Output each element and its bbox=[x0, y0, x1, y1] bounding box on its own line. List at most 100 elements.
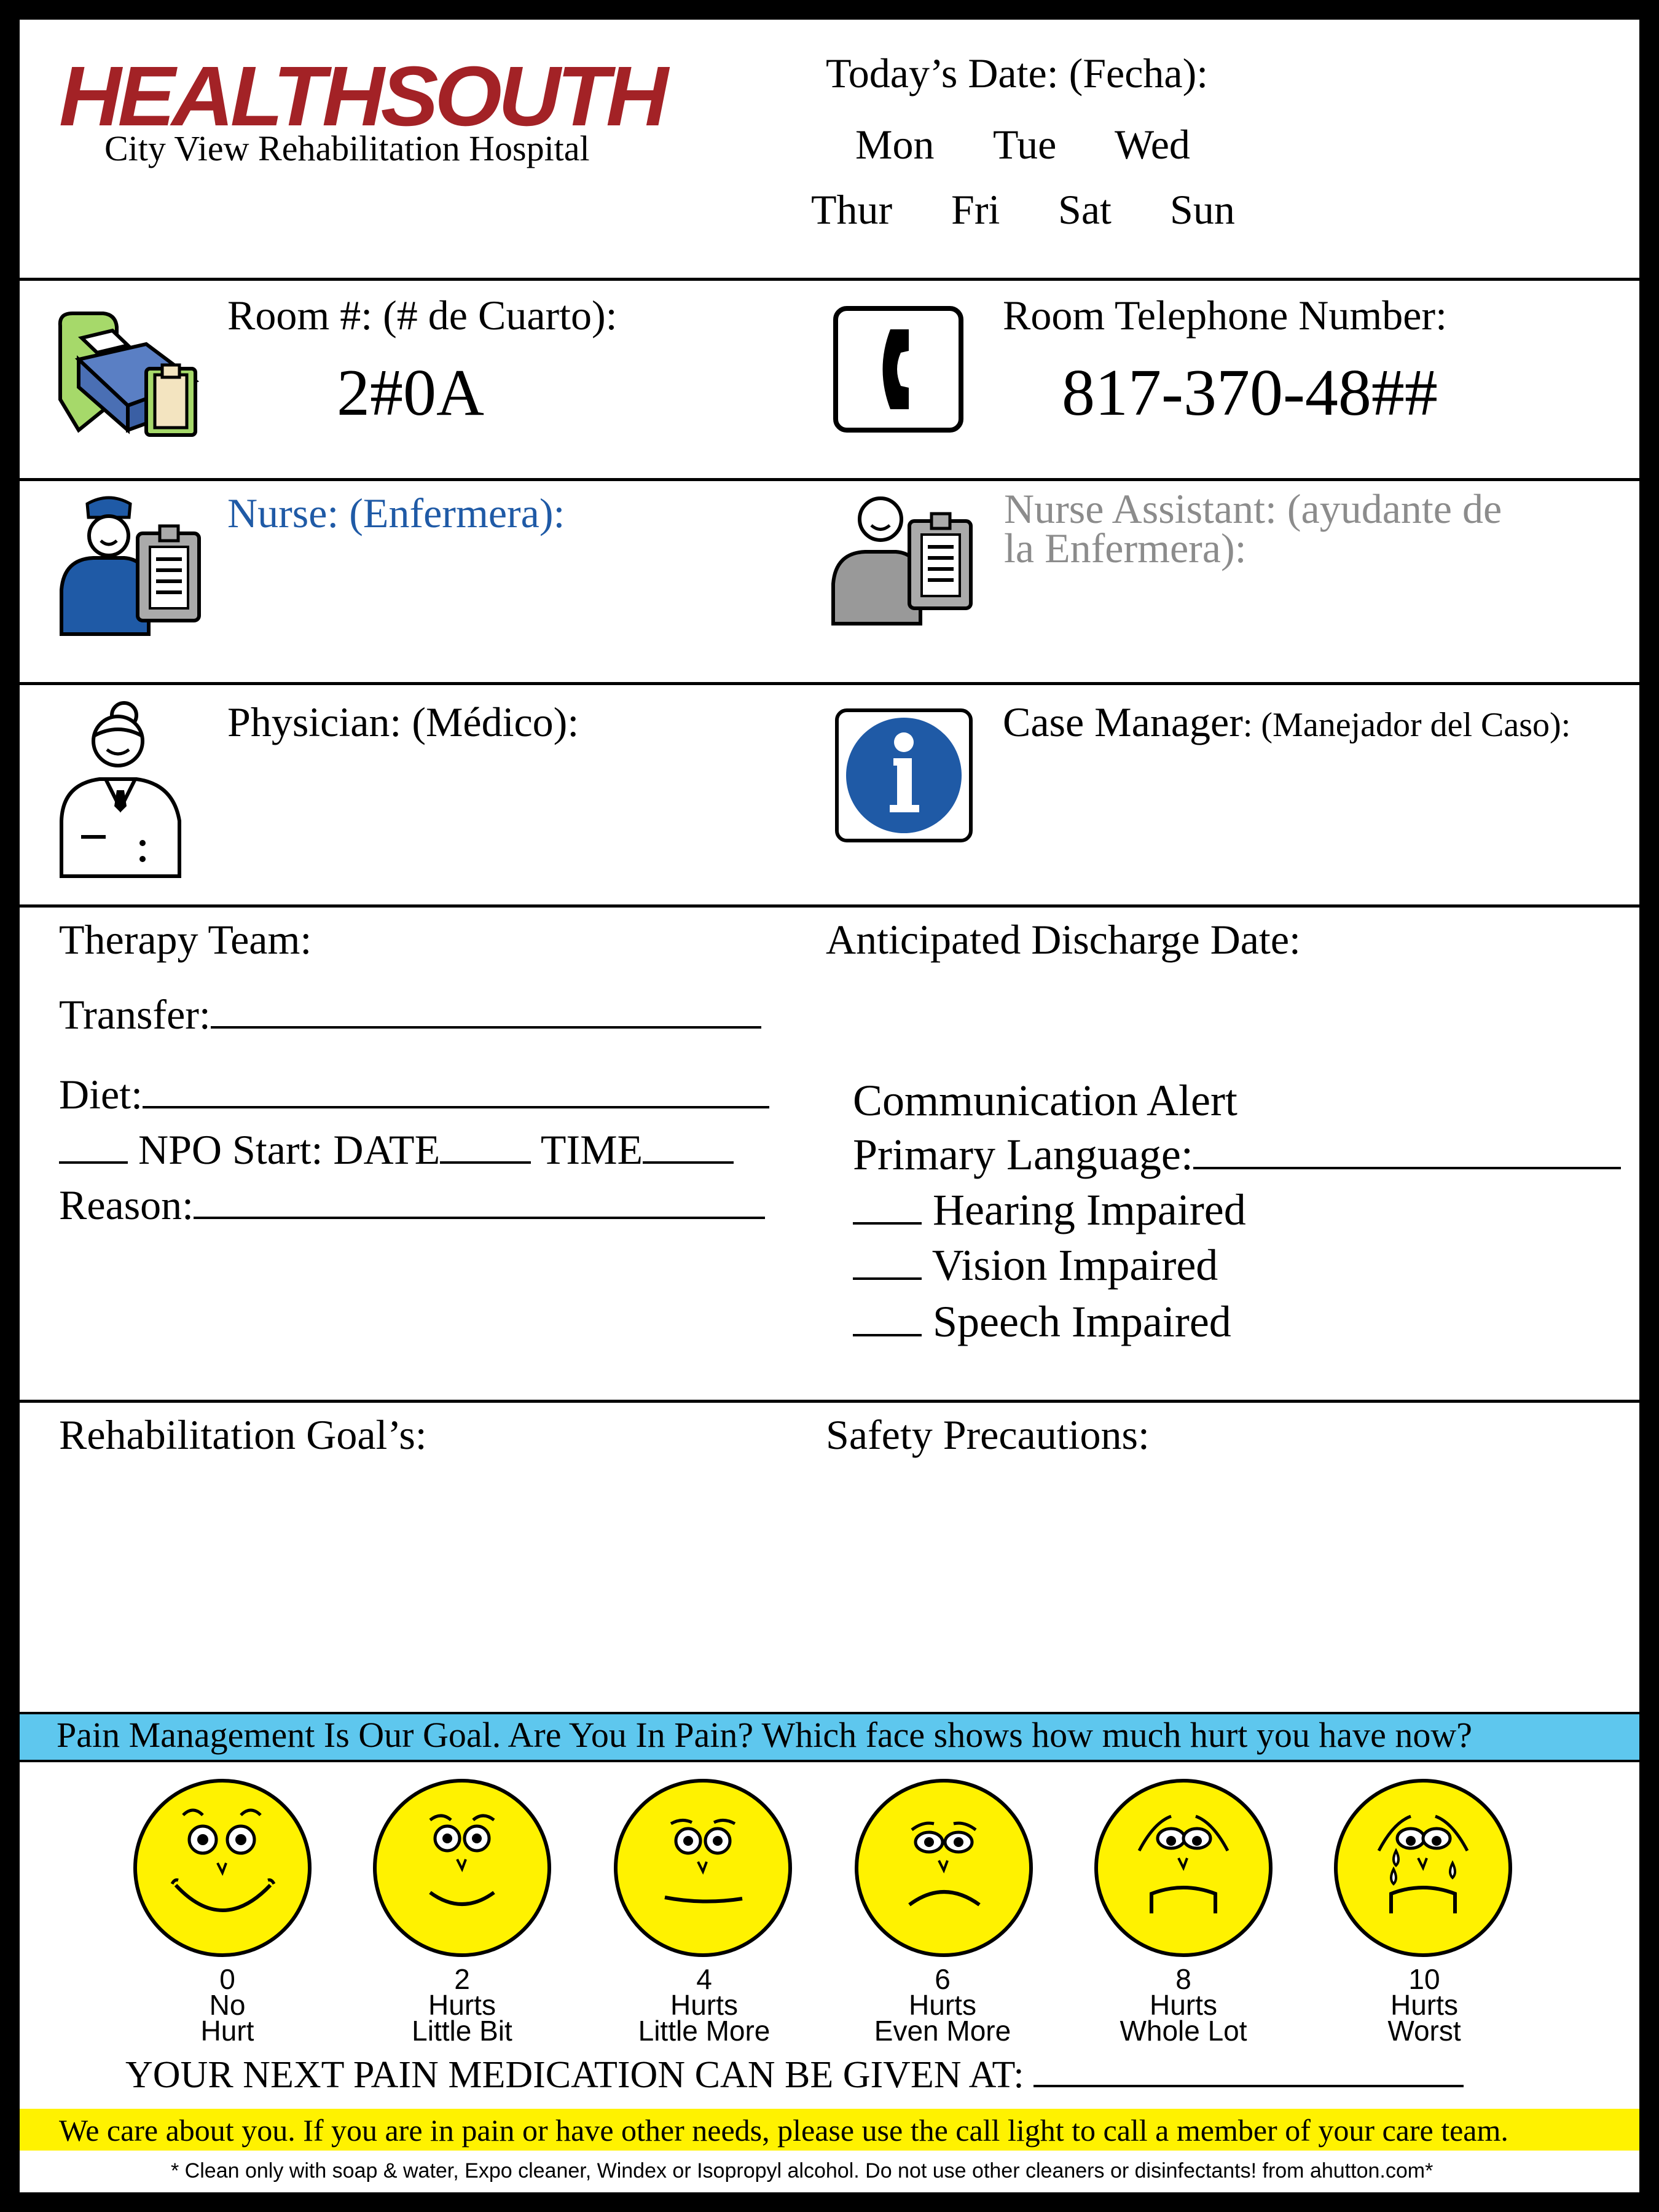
face-hurts-little-bit-icon[interactable] bbox=[371, 1777, 553, 1959]
nurse-assistant-label: Nurse Assistant: (ayudante de la Enferme… bbox=[1004, 485, 1618, 571]
speech-impaired-check[interactable]: Speech Impaired bbox=[853, 1296, 1231, 1347]
nurse-icon bbox=[60, 496, 201, 636]
hearing-impaired-check[interactable]: Hearing Impaired bbox=[853, 1185, 1246, 1236]
reason-blank[interactable] bbox=[194, 1210, 766, 1219]
vision-impaired-label: Vision Impaired bbox=[931, 1241, 1218, 1290]
face-hurts-even-more-icon[interactable] bbox=[853, 1777, 1035, 1959]
hearing-check-blank[interactable] bbox=[853, 1216, 922, 1225]
face-score: 2 bbox=[454, 1963, 470, 1995]
physician-label: Physician: (Médico): bbox=[227, 699, 579, 745]
day-sat[interactable]: Sat bbox=[1058, 186, 1112, 233]
pain-banner-text: Pain Management Is Our Goal. Are You In … bbox=[57, 1715, 1472, 1755]
primary-language-label: Primary Language: bbox=[853, 1130, 1193, 1179]
divider bbox=[20, 904, 1639, 908]
nurse-assistant-label-line2: la Enfermera): bbox=[1004, 525, 1247, 571]
nurse-label: Nurse: (Enfermera): bbox=[227, 490, 565, 536]
speech-check-blank[interactable] bbox=[853, 1328, 922, 1336]
day-wed[interactable]: Wed bbox=[1115, 121, 1190, 168]
phone-number: 817-370-48## bbox=[1062, 356, 1438, 429]
face-line2: Whole Lot bbox=[1120, 2015, 1247, 2047]
care-message-bar bbox=[20, 2109, 1639, 2151]
diet-label: Diet: bbox=[59, 1071, 143, 1118]
communication-alert-title: Communication Alert bbox=[853, 1076, 1237, 1125]
info-icon bbox=[835, 708, 973, 842]
day-tue[interactable]: Tue bbox=[993, 121, 1057, 168]
face-score: 10 bbox=[1408, 1963, 1440, 1995]
physician-icon bbox=[60, 701, 181, 878]
face-line1: Hurts bbox=[1150, 1989, 1217, 2021]
case-manager-label: Case Manager: (Manejador del Caso): bbox=[1003, 698, 1571, 747]
phone-label: Room Telephone Number: bbox=[1003, 292, 1447, 339]
vision-check-blank[interactable] bbox=[853, 1271, 922, 1280]
next-medication-blank[interactable] bbox=[1033, 2079, 1464, 2087]
divider bbox=[20, 278, 1639, 281]
safety-precautions-label: Safety Precautions: bbox=[826, 1411, 1150, 1458]
healthsouth-logo: HEALTHSOUTH bbox=[59, 49, 669, 144]
face-score: 0 bbox=[219, 1963, 235, 1995]
npo-field[interactable]: NPO Start: DATE TIME bbox=[59, 1126, 734, 1174]
face-hurts-worst-icon[interactable] bbox=[1332, 1777, 1514, 1959]
face-line2: Little Bit bbox=[412, 2015, 512, 2047]
next-medication-field[interactable]: YOUR NEXT PAIN MEDICATION CAN BE GIVEN A… bbox=[125, 2053, 1464, 2097]
vision-impaired-check[interactable]: Vision Impaired bbox=[853, 1240, 1218, 1291]
face-hurts-little-more-icon[interactable] bbox=[612, 1777, 794, 1959]
hospital-name: City View Rehabilitation Hospital bbox=[104, 128, 590, 168]
day-mon[interactable]: Mon bbox=[855, 121, 935, 168]
face-line1: Hurts bbox=[670, 1989, 738, 2021]
npo-time-label: TIME bbox=[540, 1126, 643, 1173]
face-line1: No bbox=[209, 1989, 246, 2021]
face-score: 8 bbox=[1175, 1963, 1191, 1995]
npo-time-blank[interactable] bbox=[643, 1155, 734, 1164]
face-hurts-whole-lot-icon[interactable] bbox=[1092, 1777, 1274, 1959]
reason-label: Reason: bbox=[59, 1182, 194, 1228]
divider bbox=[20, 478, 1639, 481]
transfer-blank[interactable] bbox=[210, 1020, 761, 1029]
face-line2: Little More bbox=[638, 2015, 771, 2047]
date-label: Today’s Date: (Fecha): bbox=[826, 50, 1209, 96]
pain-banner bbox=[20, 1712, 1639, 1762]
day-thur[interactable]: Thur bbox=[811, 186, 893, 233]
day-sun[interactable]: Sun bbox=[1170, 186, 1235, 233]
transfer-field[interactable]: Transfer: bbox=[59, 990, 761, 1039]
bed-icon bbox=[58, 312, 200, 437]
npo-label: NPO Start: DATE bbox=[138, 1126, 441, 1173]
face-line1: Hurts bbox=[428, 1989, 496, 2021]
reason-field[interactable]: Reason: bbox=[59, 1181, 766, 1230]
face-line2: Hurt bbox=[200, 2015, 254, 2047]
npo-check-blank[interactable] bbox=[59, 1155, 128, 1164]
next-medication-label: YOUR NEXT PAIN MEDICATION CAN BE GIVEN A… bbox=[125, 2054, 1024, 2096]
transfer-label: Transfer: bbox=[59, 991, 211, 1038]
nurse-assistant-label-line1: Nurse Assistant: (ayudante de bbox=[1004, 485, 1502, 532]
room-number: 2#0A bbox=[337, 356, 484, 429]
discharge-date-label: Anticipated Discharge Date: bbox=[826, 916, 1301, 963]
primary-language-blank[interactable] bbox=[1193, 1161, 1621, 1169]
face-line1: Hurts bbox=[1390, 1989, 1458, 2021]
face-score: 4 bbox=[696, 1963, 712, 1995]
case-manager-label-main: Case Manager bbox=[1003, 699, 1243, 745]
speech-impaired-label: Speech Impaired bbox=[933, 1297, 1231, 1346]
care-message: We care about you. If you are in pain or… bbox=[59, 2113, 1508, 2147]
face-line1: Hurts bbox=[909, 1989, 976, 2021]
face-score: 6 bbox=[935, 1963, 951, 1995]
diet-field[interactable]: Diet: bbox=[59, 1070, 769, 1119]
hearing-impaired-label: Hearing Impaired bbox=[933, 1185, 1246, 1234]
rehab-goals-label: Rehabilitation Goal’s: bbox=[59, 1411, 427, 1458]
primary-language-field[interactable]: Primary Language: bbox=[853, 1129, 1621, 1180]
diet-blank[interactable] bbox=[142, 1100, 769, 1108]
cleaning-note: * Clean only with soap & water, Expo cle… bbox=[171, 2159, 1433, 2183]
divider bbox=[20, 1400, 1639, 1403]
npo-date-blank[interactable] bbox=[440, 1155, 531, 1164]
case-manager-label-sub: : (Manejador del Caso): bbox=[1242, 706, 1571, 744]
telephone-icon bbox=[833, 306, 963, 433]
therapy-team-label: Therapy Team: bbox=[59, 916, 312, 963]
day-fri[interactable]: Fri bbox=[951, 186, 1000, 233]
face-no-hurt-icon[interactable] bbox=[131, 1777, 313, 1959]
nurse-assistant-icon bbox=[831, 496, 973, 626]
face-line2: Even More bbox=[874, 2015, 1011, 2047]
